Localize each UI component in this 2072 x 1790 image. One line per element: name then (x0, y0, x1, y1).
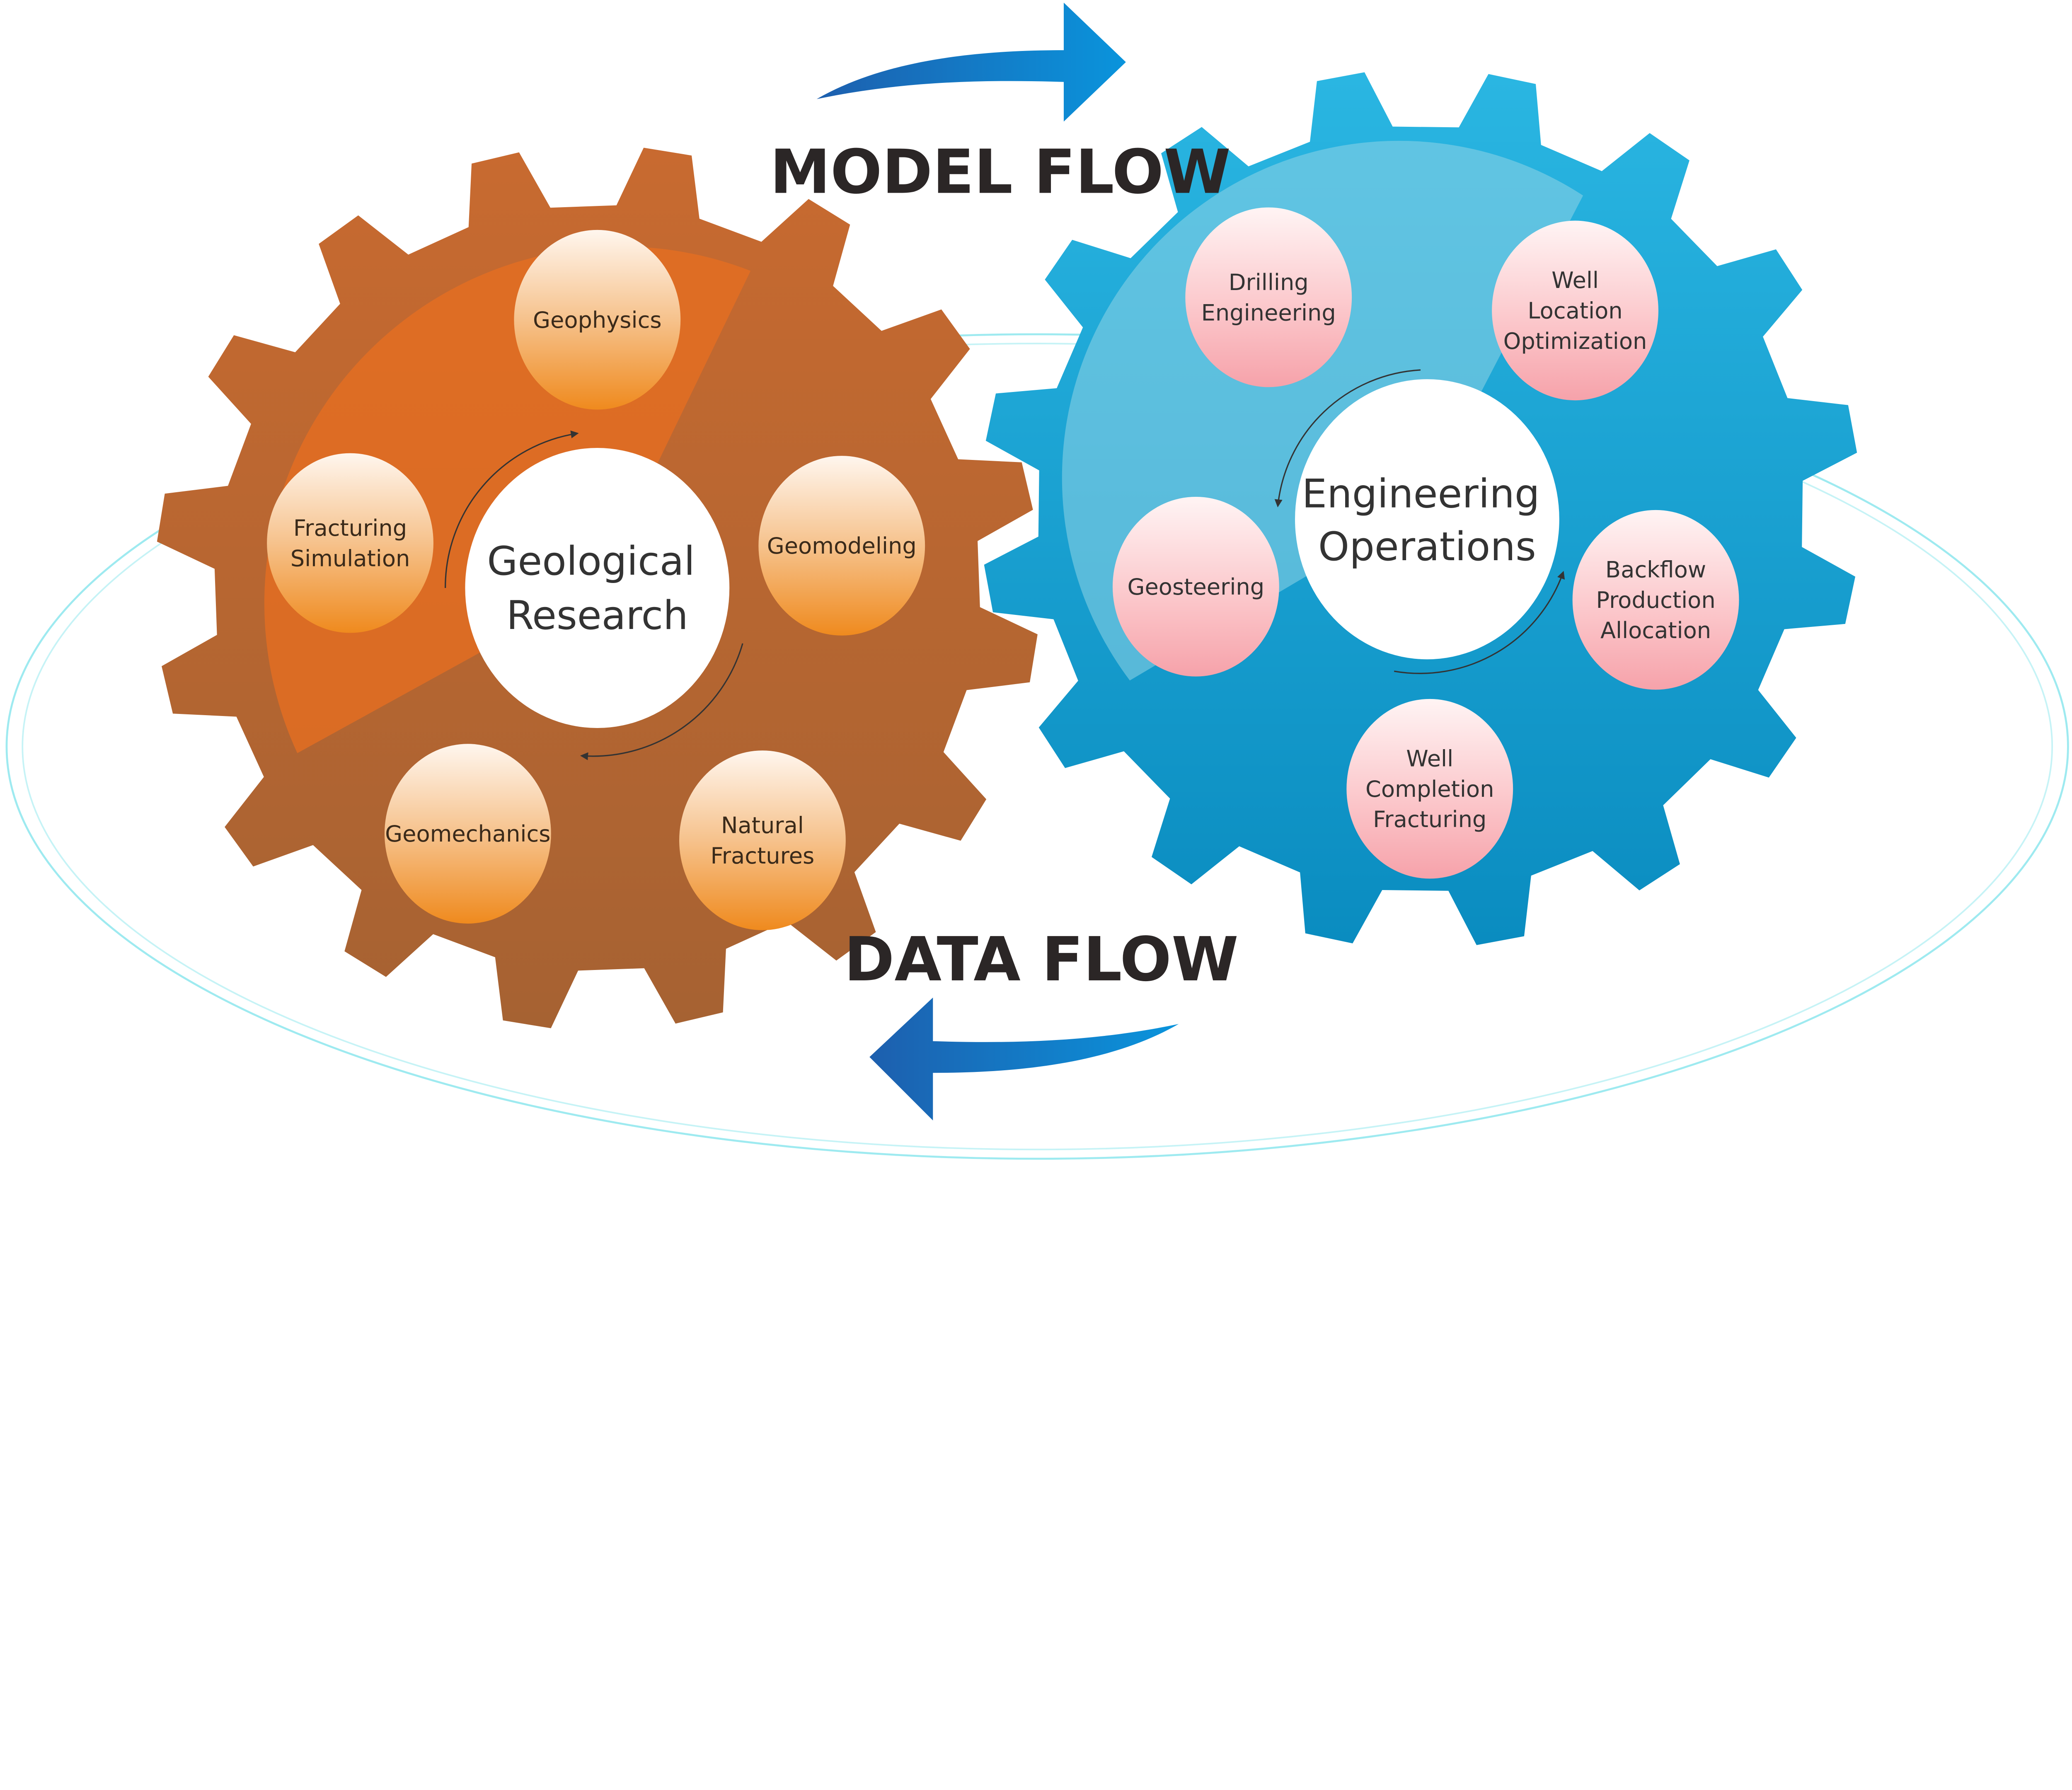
right-gear-node: Geosteering (1112, 496, 1279, 677)
node-circle (514, 230, 681, 410)
model-flow-label: MODEL FLOW (770, 137, 1231, 208)
model-flow-arrow (816, 2, 1126, 122)
node-label: Geosteering (1127, 574, 1264, 600)
right-center-circle (1295, 379, 1559, 660)
node-label: Geomechanics (385, 821, 550, 847)
node-label: Geophysics (533, 307, 662, 333)
node-circle (1185, 207, 1352, 387)
left-center-label: Geological Research (487, 538, 707, 639)
node-circle (758, 456, 925, 636)
node-circle (267, 453, 433, 633)
gear-diagram: Geological Research GeophysicsGeomodelin… (5, 2, 2069, 1160)
left-gear-node: Geomodeling (758, 456, 925, 636)
left-rotation-arrows (445, 430, 743, 760)
right-center-label: Engineering Operations (1302, 470, 1552, 570)
node-circle (1112, 496, 1279, 677)
node-circle (1492, 220, 1658, 401)
data-flow-arrow (869, 997, 1179, 1121)
left-gear-node: Geophysics (514, 230, 681, 410)
node-label: Geomodeling (767, 533, 917, 559)
left-center-circle (465, 448, 730, 728)
left-gear-node: Geomechanics (384, 744, 551, 924)
node-circle (679, 750, 846, 930)
data-flow-label: DATA FLOW (844, 924, 1239, 995)
node-circle (1572, 510, 1739, 690)
node-circle (1346, 699, 1513, 879)
right-rotation-arrows (1274, 369, 1565, 674)
node-circle (384, 744, 551, 924)
orbit-ellipse (5, 333, 2069, 1160)
